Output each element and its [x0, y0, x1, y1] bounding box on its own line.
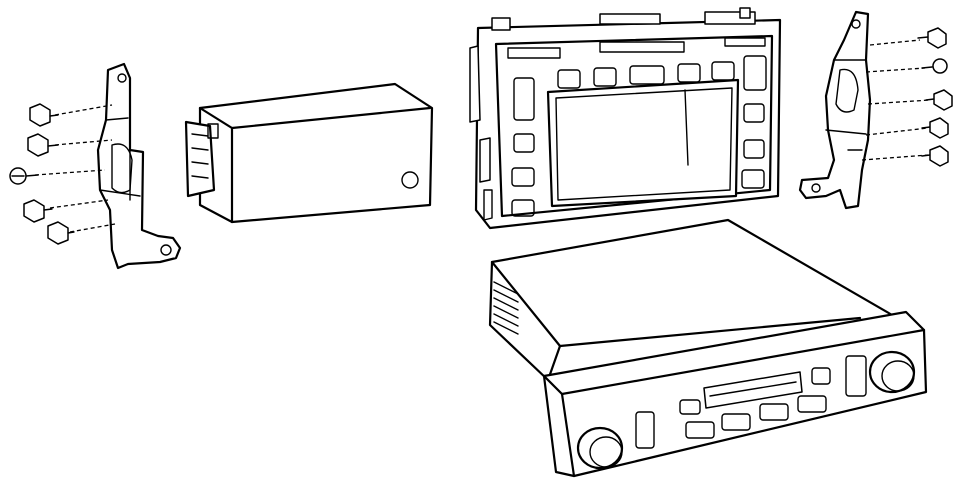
faceplate-button [635, 411, 655, 449]
screw-icon [921, 58, 948, 74]
faceplate-button [759, 403, 789, 421]
fastener-guide-line [34, 169, 106, 176]
bezel-button-opening [511, 199, 535, 217]
tuning-knob-icon [868, 350, 916, 394]
fastener-guide-line [867, 99, 931, 105]
bolt-icon [925, 89, 953, 111]
right-bracket-assembly [798, 10, 953, 210]
right-mounting-bracket [798, 10, 872, 210]
cassette-slot [703, 371, 803, 409]
head-unit-vents [493, 281, 519, 335]
bolt-icon [921, 145, 949, 167]
bolt-icon [29, 103, 59, 127]
faceplate-button [685, 421, 715, 439]
screw-icon [9, 167, 39, 185]
box-end-vent [184, 120, 216, 198]
box-indicator-hole [401, 171, 419, 189]
bracket-hole [851, 19, 861, 29]
volume-knob-icon [576, 426, 624, 470]
bracket-fold-line [99, 117, 141, 201]
bezel-button-opening [743, 55, 767, 91]
fastener-guide-line [49, 199, 109, 209]
bezel-slot [724, 37, 766, 47]
fastener-guide-line [869, 39, 921, 46]
bezel-button-opening [629, 65, 665, 85]
bolt-icon [27, 133, 59, 157]
faceplate-button [679, 399, 701, 415]
bezel-button-opening [677, 63, 701, 83]
left-mounting-bracket [96, 62, 182, 270]
bezel-button-opening [743, 139, 765, 159]
fastener-guide-line [865, 127, 929, 136]
bolt-icon [23, 199, 53, 223]
audio-head-unit [488, 218, 928, 478]
faceplate-button [811, 367, 831, 385]
bezel-button-opening [593, 67, 617, 87]
bezel-button-opening [513, 133, 535, 153]
faceplate-button [797, 395, 827, 413]
fastener-guide-line [54, 139, 113, 146]
faceplate-button [721, 413, 751, 431]
bezel-button-opening [711, 61, 735, 81]
faceplate-button [845, 355, 867, 397]
bracket-cutout [835, 68, 859, 113]
fastener-guide-line [54, 104, 113, 116]
bezel-button-opening [557, 69, 581, 89]
front-panel-bezel [469, 7, 782, 230]
bracket-hole [117, 73, 127, 83]
bolt-icon [47, 221, 75, 245]
bezel-slot [599, 41, 685, 53]
bezel-button-opening [511, 167, 535, 187]
bezel-clip [739, 7, 751, 19]
fastener-guide-line [861, 154, 929, 161]
bracket-hole [811, 183, 821, 193]
rectangular-unit-box [184, 82, 434, 224]
bezel-button-opening [513, 77, 535, 121]
bezel-rear-tab [469, 45, 481, 123]
bracket-hole [160, 244, 172, 256]
fastener-guide-line [865, 67, 926, 73]
bezel-button-opening [743, 103, 765, 123]
bolt-icon [921, 117, 949, 139]
bezel-rear-tab [479, 137, 491, 183]
bezel-slot [507, 47, 561, 59]
left-bracket-assembly [9, 62, 182, 270]
bezel-button-opening [741, 169, 765, 189]
bezel-display-opening [546, 78, 740, 208]
fastener-guide-line [69, 223, 116, 233]
bezel-clip [491, 17, 511, 31]
bezel-clip [599, 13, 661, 25]
bolt-icon [917, 27, 947, 49]
